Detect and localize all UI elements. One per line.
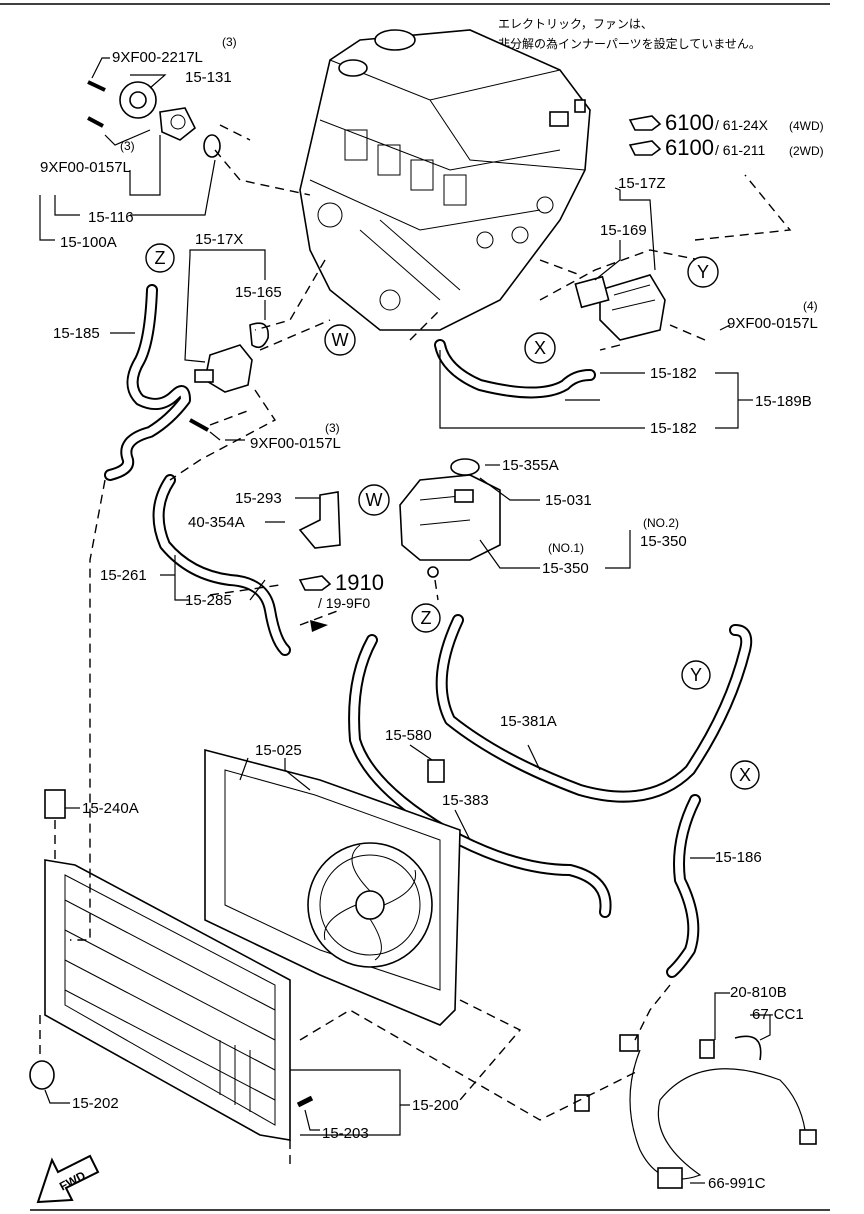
part-label-15-350-b[interactable]: 15-350 <box>542 560 589 577</box>
part-label-15-355a[interactable]: 15-355A <box>502 457 559 474</box>
svg-text:X: X <box>534 338 546 358</box>
svg-text:1910: 1910 <box>335 570 384 595</box>
part-label-15-17x[interactable]: 15-17X <box>195 231 243 248</box>
part-label-67-cc1[interactable]: 67-CC1 <box>752 1006 804 1023</box>
fan-shroud <box>204 748 461 1026</box>
qty-label: (3) <box>120 139 135 153</box>
mount-bushing <box>29 1060 55 1090</box>
part-label-66-991c[interactable]: 66-991C <box>708 1175 766 1192</box>
part-label-40-354a[interactable]: 40-354A <box>188 514 245 531</box>
part-label-15-185[interactable]: 15-185 <box>53 325 100 342</box>
qty-label: (NO.2) <box>643 516 679 530</box>
part-label-15-17z[interactable]: 15-17Z <box>618 175 666 192</box>
svg-text:(2WD): (2WD) <box>789 144 824 158</box>
connector-y-top: Y <box>687 256 719 288</box>
svg-text:/ 61-211: / 61-211 <box>715 142 766 158</box>
connector-x-top: X <box>524 332 556 364</box>
part-label-15-182[interactable]: 15-182 <box>650 365 697 382</box>
coolant-reservoir <box>399 458 501 578</box>
part-label-9xf00-0157l-b[interactable]: 9XF00-0157L <box>250 435 341 452</box>
part-label-15-131[interactable]: 15-131 <box>185 69 232 86</box>
part-label-15-240a[interactable]: 15-240A <box>82 800 139 817</box>
reference-pointer-icon <box>298 115 662 632</box>
part-label-15-350[interactable]: 15-350 <box>640 533 687 550</box>
part-label-15-203[interactable]: 15-203 <box>322 1125 369 1142</box>
part-label-15-025[interactable]: 15-025 <box>255 742 302 759</box>
svg-text:6100: 6100 <box>665 110 714 135</box>
svg-text:/ 19-9F0: / 19-9F0 <box>318 595 370 611</box>
svg-text:/ 61-24X: / 61-24X <box>715 117 769 133</box>
note-line-2: 非分解の為インナーパーツを設定していません。 <box>498 36 761 51</box>
part-label-15-189b[interactable]: 15-189B <box>755 393 812 410</box>
ref-6100-4wd[interactable]: 6100 / 61-24X (4WD) <box>665 110 824 135</box>
svg-text:Y: Y <box>690 665 702 685</box>
part-label-9xf00-0157l[interactable]: 9XF00-0157L <box>40 159 131 176</box>
part-label-15-285[interactable]: 15-285 <box>185 592 232 609</box>
part-label-15-169[interactable]: 15-169 <box>600 222 647 239</box>
part-label-9xf00-0157l-c[interactable]: 9XF00-0157L <box>727 315 818 332</box>
svg-text:(4WD): (4WD) <box>789 119 824 133</box>
connector-w-left: W <box>324 324 356 356</box>
svg-text:W: W <box>366 490 383 510</box>
part-label-15-186[interactable]: 15-186 <box>715 849 762 866</box>
part-label-15-182-b[interactable]: 15-182 <box>650 420 697 437</box>
connector-y-bottom: Y <box>681 660 711 690</box>
part-label-15-116[interactable]: 15-116 <box>88 209 134 226</box>
svg-text:X: X <box>739 765 751 785</box>
svg-text:Y: Y <box>697 262 709 282</box>
part-label-15-580[interactable]: 15-580 <box>385 727 432 744</box>
connector-z-top: Z <box>145 243 175 273</box>
engine-block <box>299 29 591 331</box>
connector-w-bracket: W <box>358 484 390 516</box>
qty-label: (3) <box>222 35 237 49</box>
part-label-9xf00-2217l[interactable]: 9XF00-2217L <box>112 49 203 66</box>
part-label-15-381a[interactable]: 15-381A <box>500 713 557 730</box>
leader-lines <box>39 57 771 1184</box>
connector-z-mid: Z <box>411 603 441 633</box>
part-label-15-383[interactable]: 15-383 <box>442 792 489 809</box>
qty-label: (NO.1) <box>548 541 584 555</box>
part-label-15-031[interactable]: 15-031 <box>545 492 592 509</box>
fwd-arrow-icon: FWD <box>36 1154 100 1204</box>
qty-label: (3) <box>325 421 340 435</box>
part-label-15-261[interactable]: 15-261 <box>100 567 147 584</box>
qty-label: (4) <box>803 299 818 313</box>
note-line-1: エレクトリック，ファンは、 <box>498 17 653 31</box>
drain-plug <box>44 789 66 819</box>
ref-6100-2wd[interactable]: 6100 / 61-211 (2WD) <box>665 135 824 160</box>
part-label-15-200[interactable]: 15-200 <box>412 1097 459 1114</box>
svg-text:Z: Z <box>155 248 166 268</box>
thermostat-housing <box>189 322 269 432</box>
part-label-15-165[interactable]: 15-165 <box>235 284 282 301</box>
part-label-20-810b[interactable]: 20-810B <box>730 984 787 1001</box>
svg-text:6100: 6100 <box>665 135 714 160</box>
ref-1910[interactable]: 1910 / 19-9F0 <box>318 570 384 611</box>
connector-x-bottom: X <box>730 760 760 790</box>
svg-text:W: W <box>332 330 349 350</box>
svg-text:Z: Z <box>421 608 432 628</box>
part-label-15-293[interactable]: 15-293 <box>235 490 282 507</box>
outlet-housing-17z <box>574 274 666 341</box>
part-label-15-100a[interactable]: 15-100A <box>60 234 117 251</box>
water-pump-pulley <box>87 80 221 158</box>
part-label-15-202[interactable]: 15-202 <box>72 1095 119 1112</box>
